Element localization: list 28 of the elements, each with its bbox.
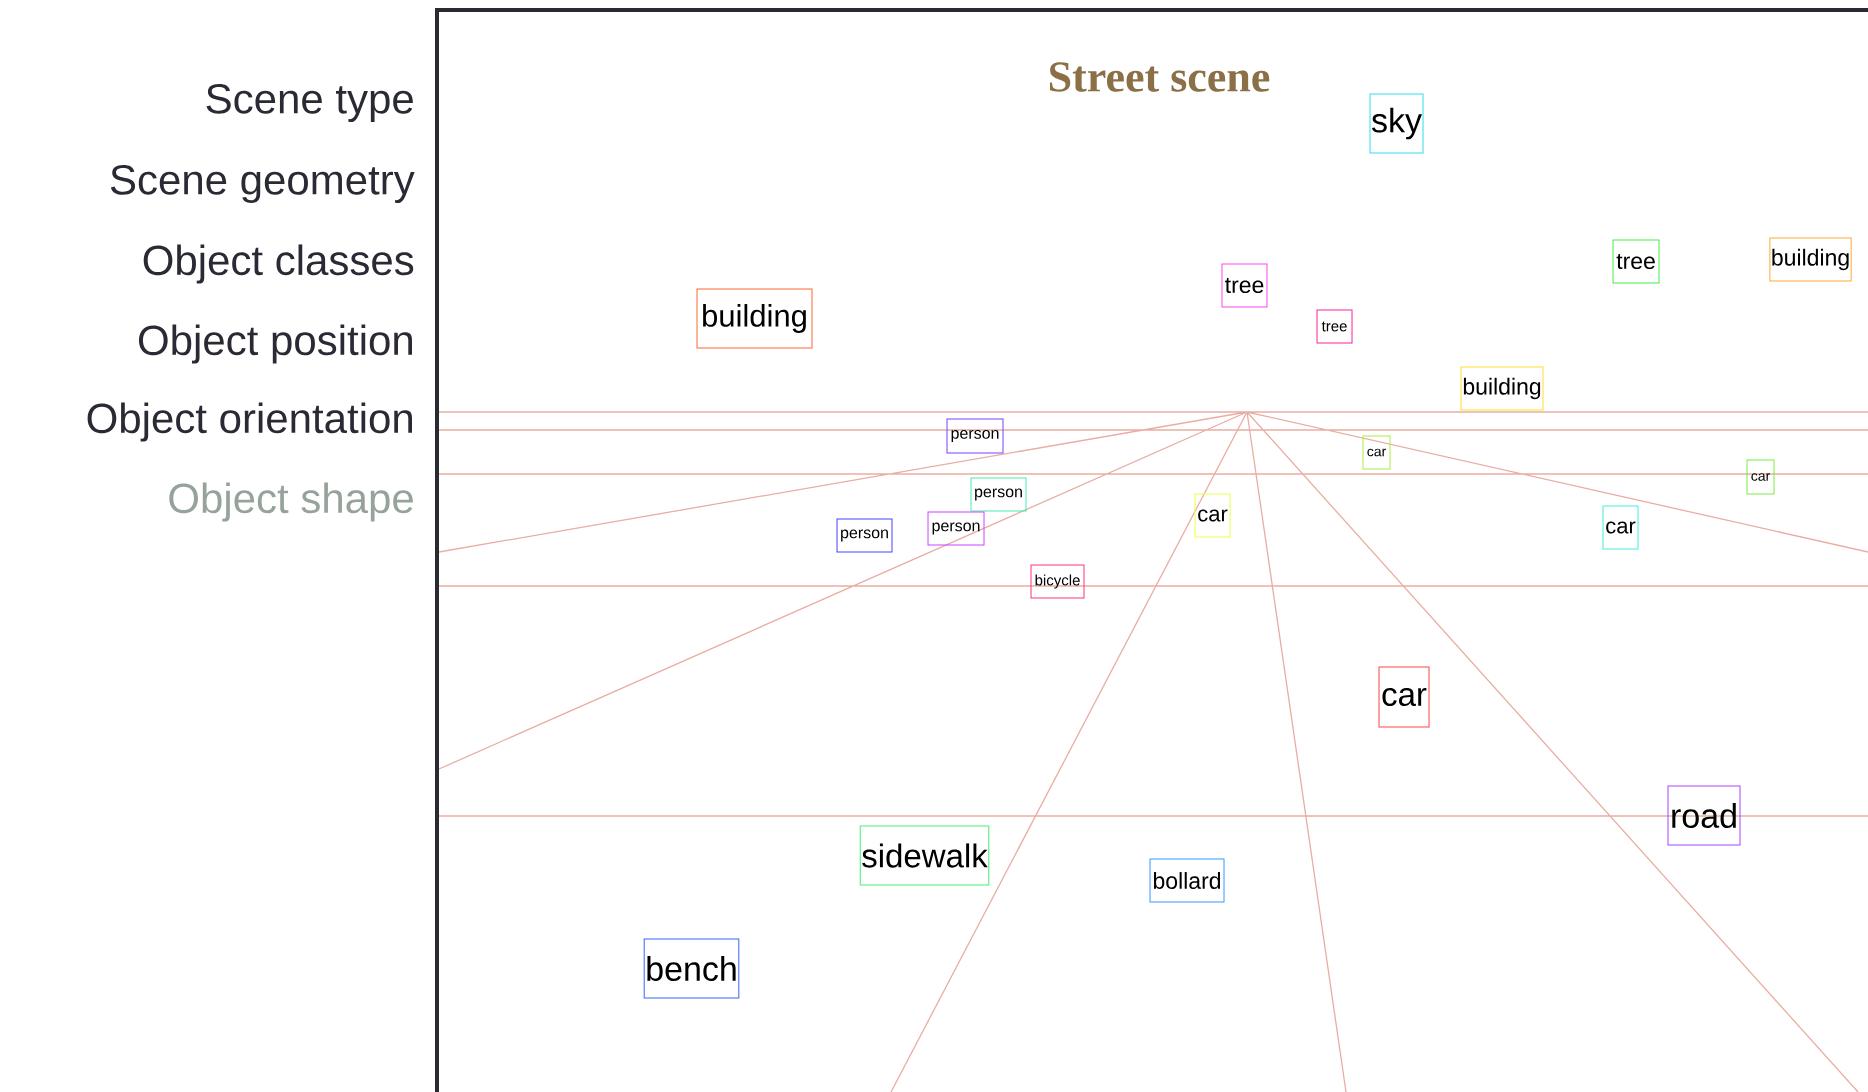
label-box: car [1362,435,1391,470]
title: Street scene [1050,62,1270,92]
row-label: Object orientation [87,402,412,442]
label-box: bicycle [1030,564,1085,599]
label-box: building [1460,366,1544,411]
row-label: Object shape [169,482,413,522]
label-box: car [1378,666,1430,728]
label-box: building [1769,237,1852,282]
label-box: person [970,477,1027,512]
label-box: sidewalk [859,825,990,886]
row-label: Object classes [143,244,414,284]
label-box: road [1667,785,1741,846]
label-box: car [1602,505,1639,550]
label-box: building [696,288,813,349]
label-box: sky [1369,93,1424,154]
label-box: bollard [1149,858,1225,903]
label-box: person [927,511,985,546]
label-box: car [1194,493,1231,538]
label-box: tree [1221,263,1268,308]
label-box: person [946,418,1004,454]
row-label: Scene geometry [110,165,415,204]
row-label: Object position [138,324,412,364]
label-box: person [836,518,893,553]
label-box: tree [1612,239,1660,284]
label-box: bench [643,938,740,999]
label-box: car [1746,459,1775,495]
label-box: tree [1316,309,1353,344]
row-label: Scene type [206,84,413,123]
